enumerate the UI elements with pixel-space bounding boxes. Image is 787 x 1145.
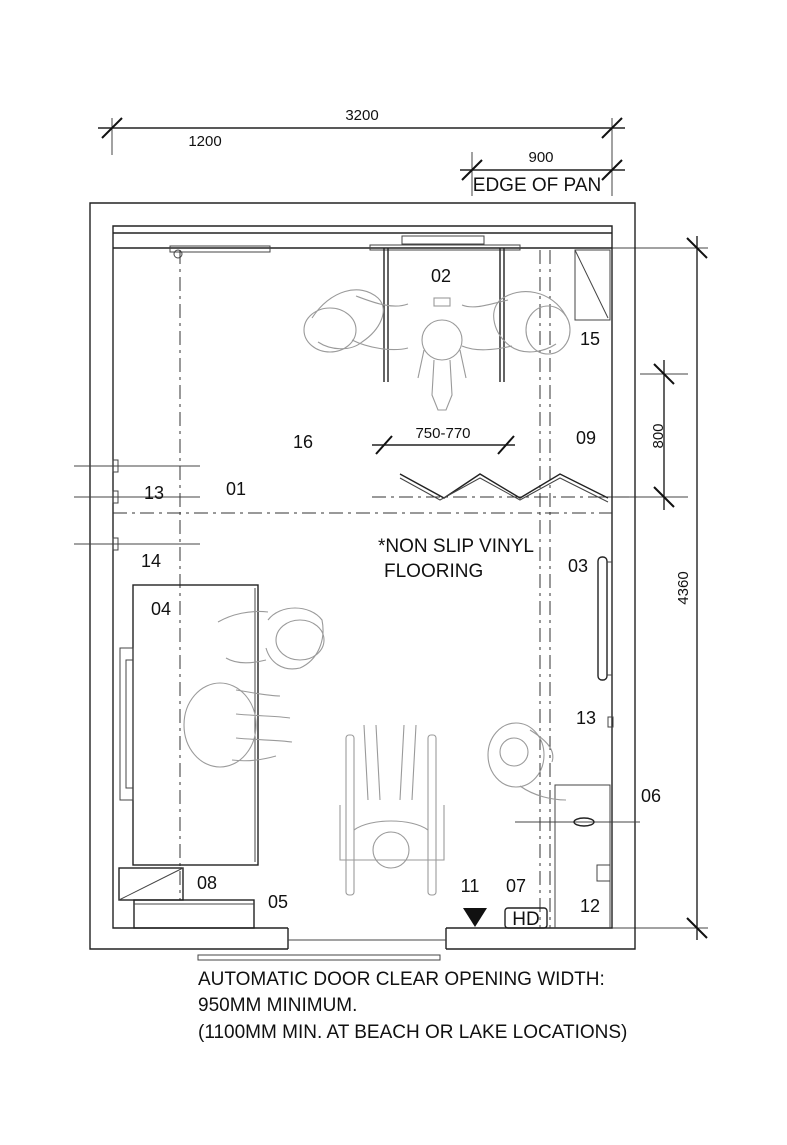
basin-area: [515, 784, 640, 928]
figure-carer-top-left: [303, 289, 409, 353]
label-13-right: 13: [576, 708, 596, 728]
figure-wheelchair-user: [339, 724, 445, 896]
room-walls: [89, 202, 636, 950]
label-15: 15: [580, 329, 600, 349]
figure-at-basin: [487, 722, 567, 801]
label-01: 01: [226, 479, 246, 499]
rail-spacing-label: 750-770: [415, 425, 470, 442]
label-07: 07: [506, 876, 526, 896]
sanitary-bin: [118, 867, 184, 901]
dim-pan-depth: 800: [600, 360, 688, 510]
label-16: 16: [293, 432, 313, 452]
label-09: 09: [576, 428, 596, 448]
dim-pan-depth-label: 800: [650, 423, 667, 448]
dim-left-offset-label: 1200: [188, 133, 221, 150]
label-05: 05: [268, 892, 288, 912]
dim-overall-width: 3200 1200: [98, 107, 625, 155]
dim-overall-depth: 4360: [612, 236, 708, 940]
grab-rail: [597, 556, 614, 728]
label-06: 06: [641, 786, 661, 806]
figure-carer-at-bench-2: [183, 682, 293, 768]
door-note-line3: (1100MM MIN. AT BEACH OR LAKE LOCATIONS): [198, 1022, 627, 1043]
dim-pan-width-label: 900: [528, 149, 553, 166]
hand-dryer: HD: [504, 907, 548, 930]
label-13-left: 13: [144, 483, 164, 503]
door-note: AUTOMATIC DOOR CLEAR OPENING WIDTH: 950M…: [198, 969, 627, 1043]
label-11: 11: [461, 876, 480, 896]
label-03: 03: [568, 556, 588, 576]
automatic-door: [197, 939, 446, 961]
centre-lines: [113, 250, 640, 928]
dim-overall-width-label: 3200: [345, 107, 378, 124]
label-12: 12: [580, 896, 600, 916]
flooring-note-line2: FLOORING: [384, 561, 483, 582]
label-08: 08: [197, 873, 217, 893]
door-note-line1: AUTOMATIC DOOR CLEAR OPENING WIDTH:: [198, 969, 605, 990]
dim-pan-width: 900 EDGE OF PAN: [460, 149, 625, 196]
change-table: [372, 248, 515, 455]
fixture-05: [133, 899, 255, 929]
flooring-note-line1: *NON SLIP VINYL: [378, 536, 534, 557]
left-wall-fixtures: [74, 459, 200, 551]
figure-lying-on-table: [417, 297, 467, 411]
fixture-15: [574, 249, 611, 321]
folding-screen: [399, 473, 609, 499]
hd-label: HD: [512, 909, 539, 930]
edge-of-pan-label: EDGE OF PAN: [473, 175, 601, 196]
figure-carer-at-bench-1: [217, 607, 325, 670]
flooring-note: *NON SLIP VINYL FLOORING: [378, 536, 534, 582]
label-04: 04: [151, 599, 171, 619]
room-labels: 01 02 03 04 05 06 07 08 09 11 12 13 13 1…: [141, 266, 661, 916]
label-14: 14: [141, 551, 161, 571]
change-bench: [119, 584, 259, 866]
door-note-line2: 950MM MINIMUM.: [198, 995, 357, 1016]
overhead-track: [113, 232, 612, 259]
dim-overall-depth-label: 4360: [675, 571, 692, 604]
door-sensor-marker: [463, 908, 487, 927]
label-02: 02: [431, 266, 451, 286]
figure-carer-top-right: [461, 291, 571, 355]
